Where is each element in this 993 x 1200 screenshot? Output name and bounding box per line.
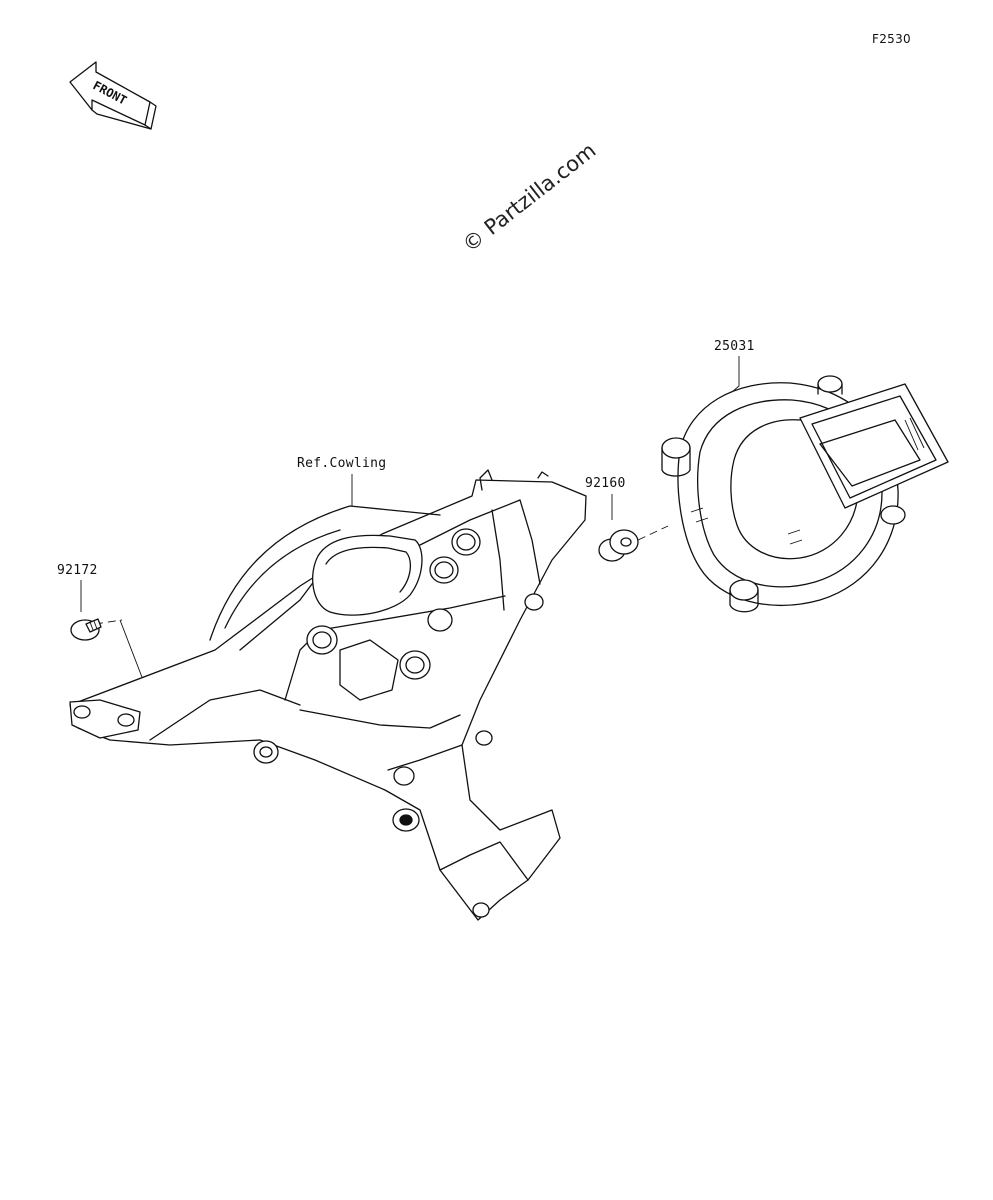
meter-bracket <box>69 469 587 921</box>
front-arrow-icon: FRONT <box>69 61 157 130</box>
screw-92172 <box>70 618 102 641</box>
meter-assembly-25031 <box>661 375 949 613</box>
part-label-92160[interactable]: 92160 <box>585 476 626 491</box>
part-label-25031[interactable]: 25031 <box>714 339 755 354</box>
part-label-92172[interactable]: 92172 <box>57 563 98 578</box>
diagram-code: F2530 <box>872 32 911 46</box>
reference-label-cowling: Ref.Cowling <box>297 456 387 471</box>
grommet-92160 <box>598 529 639 562</box>
